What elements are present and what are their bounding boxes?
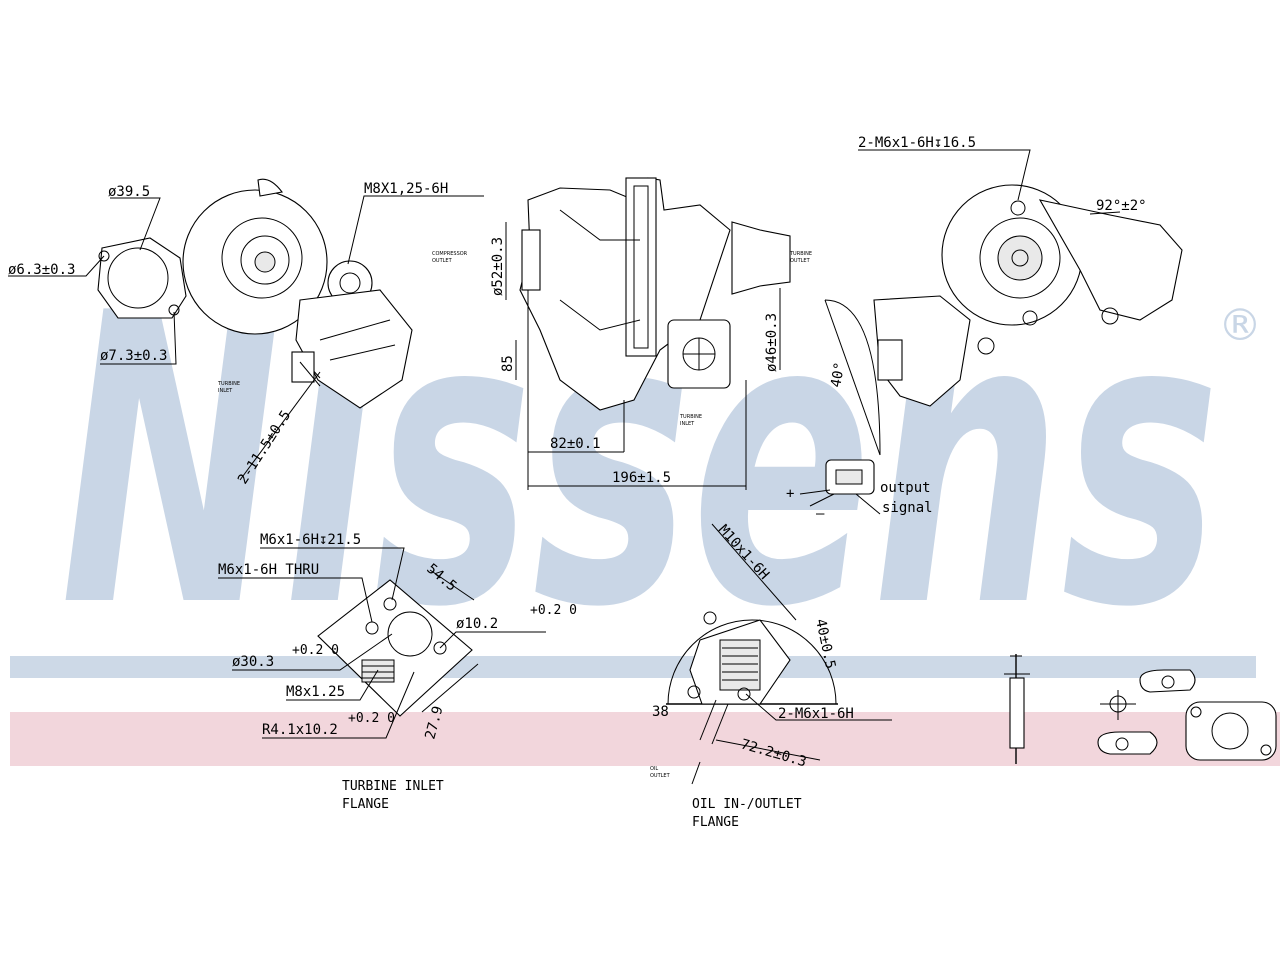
- accessories: [1004, 654, 1277, 764]
- svg-text:OUTLET: OUTLET: [650, 773, 671, 779]
- registered-mark: ®: [1218, 300, 1262, 351]
- sensor-output-line2: signal: [882, 500, 933, 516]
- inlet-tol-bore: +0.2 0: [530, 603, 577, 618]
- sensor-minus: –: [816, 506, 825, 522]
- dim-len-small: 82±0.1: [550, 436, 601, 452]
- inlet-tol-outer: +0.2 0: [292, 643, 339, 658]
- svg-text:COMPRESSOR: COMPRESSOR: [432, 251, 468, 257]
- blue-band: [10, 656, 1256, 678]
- oil-caption-line1: OIL IN-/OUTLET: [692, 797, 802, 812]
- thread-label-turbine: 2-M6x1-6H↧16.5: [858, 135, 976, 151]
- oil-dim-38: 38: [652, 704, 669, 720]
- svg-text:TURBINE: TURBINE: [679, 414, 702, 420]
- turbine-angle: 92°±2°: [1096, 198, 1147, 214]
- oil-caption-line2: FLANGE: [692, 815, 739, 830]
- dim-outlet-dia: ø52±0.3: [490, 237, 506, 296]
- inlet-caption-line2: FLANGE: [342, 797, 389, 812]
- dim-hole-dia2: ø7.3±0.3: [100, 348, 167, 364]
- sensor: + – output signal: [786, 459, 933, 522]
- oil-thread2: 2-M6x1-6H: [778, 706, 854, 722]
- dim-len-total: 196±1.5: [612, 470, 671, 486]
- inlet-thread1: M6x1-6H↧21.5: [260, 532, 361, 548]
- turbine-view: 40° 2-M6x1-6H↧16.5 92°±2°: [824, 135, 1183, 456]
- sensor-output-line1: output: [880, 480, 931, 496]
- inlet-dim-bore: ø10.2: [456, 616, 498, 632]
- side-view: ø52±0.3 ø46±0.3 85 82±0.1 196±1.5 COMPRE…: [432, 177, 812, 490]
- sensor-plus: +: [786, 486, 794, 502]
- svg-text:OUTLET: OUTLET: [790, 258, 811, 264]
- turbine-inlet-flange: M6x1-6H↧21.5 M6x1-6H THRU 54.5 ø10.2 +0.…: [218, 532, 577, 812]
- svg-text:TURBINE: TURBINE: [789, 251, 812, 257]
- svg-text:TURBINE: TURBINE: [217, 381, 240, 387]
- dim-inlet-dia: ø39.5: [108, 184, 150, 200]
- dim-flange-dia: ø46±0.3: [764, 313, 780, 372]
- inlet-thread2: M6x1-6H THRU: [218, 562, 319, 578]
- pink-band: [10, 712, 1280, 766]
- dim-offset: 85: [500, 355, 516, 372]
- inlet-tol-radius: +0.2 0: [348, 711, 395, 726]
- svg-text:INLET: INLET: [218, 388, 233, 394]
- dim-hole-dia: ø6.3±0.3: [8, 262, 75, 278]
- turbine-angle2: 40°: [828, 361, 848, 389]
- svg-text:OUTLET: OUTLET: [432, 258, 453, 264]
- inlet-dim-radius: R4.1x10.2: [262, 722, 338, 738]
- inlet-caption-line1: TURBINE INLET: [342, 779, 444, 794]
- inlet-dim-outer: ø30.3: [232, 654, 274, 670]
- svg-text:OIL: OIL: [650, 766, 658, 772]
- svg-text:INLET: INLET: [680, 421, 695, 427]
- thread-label-compressor: M8X1,25-6H: [364, 181, 448, 197]
- inlet-thread3: M8x1.25: [286, 684, 345, 700]
